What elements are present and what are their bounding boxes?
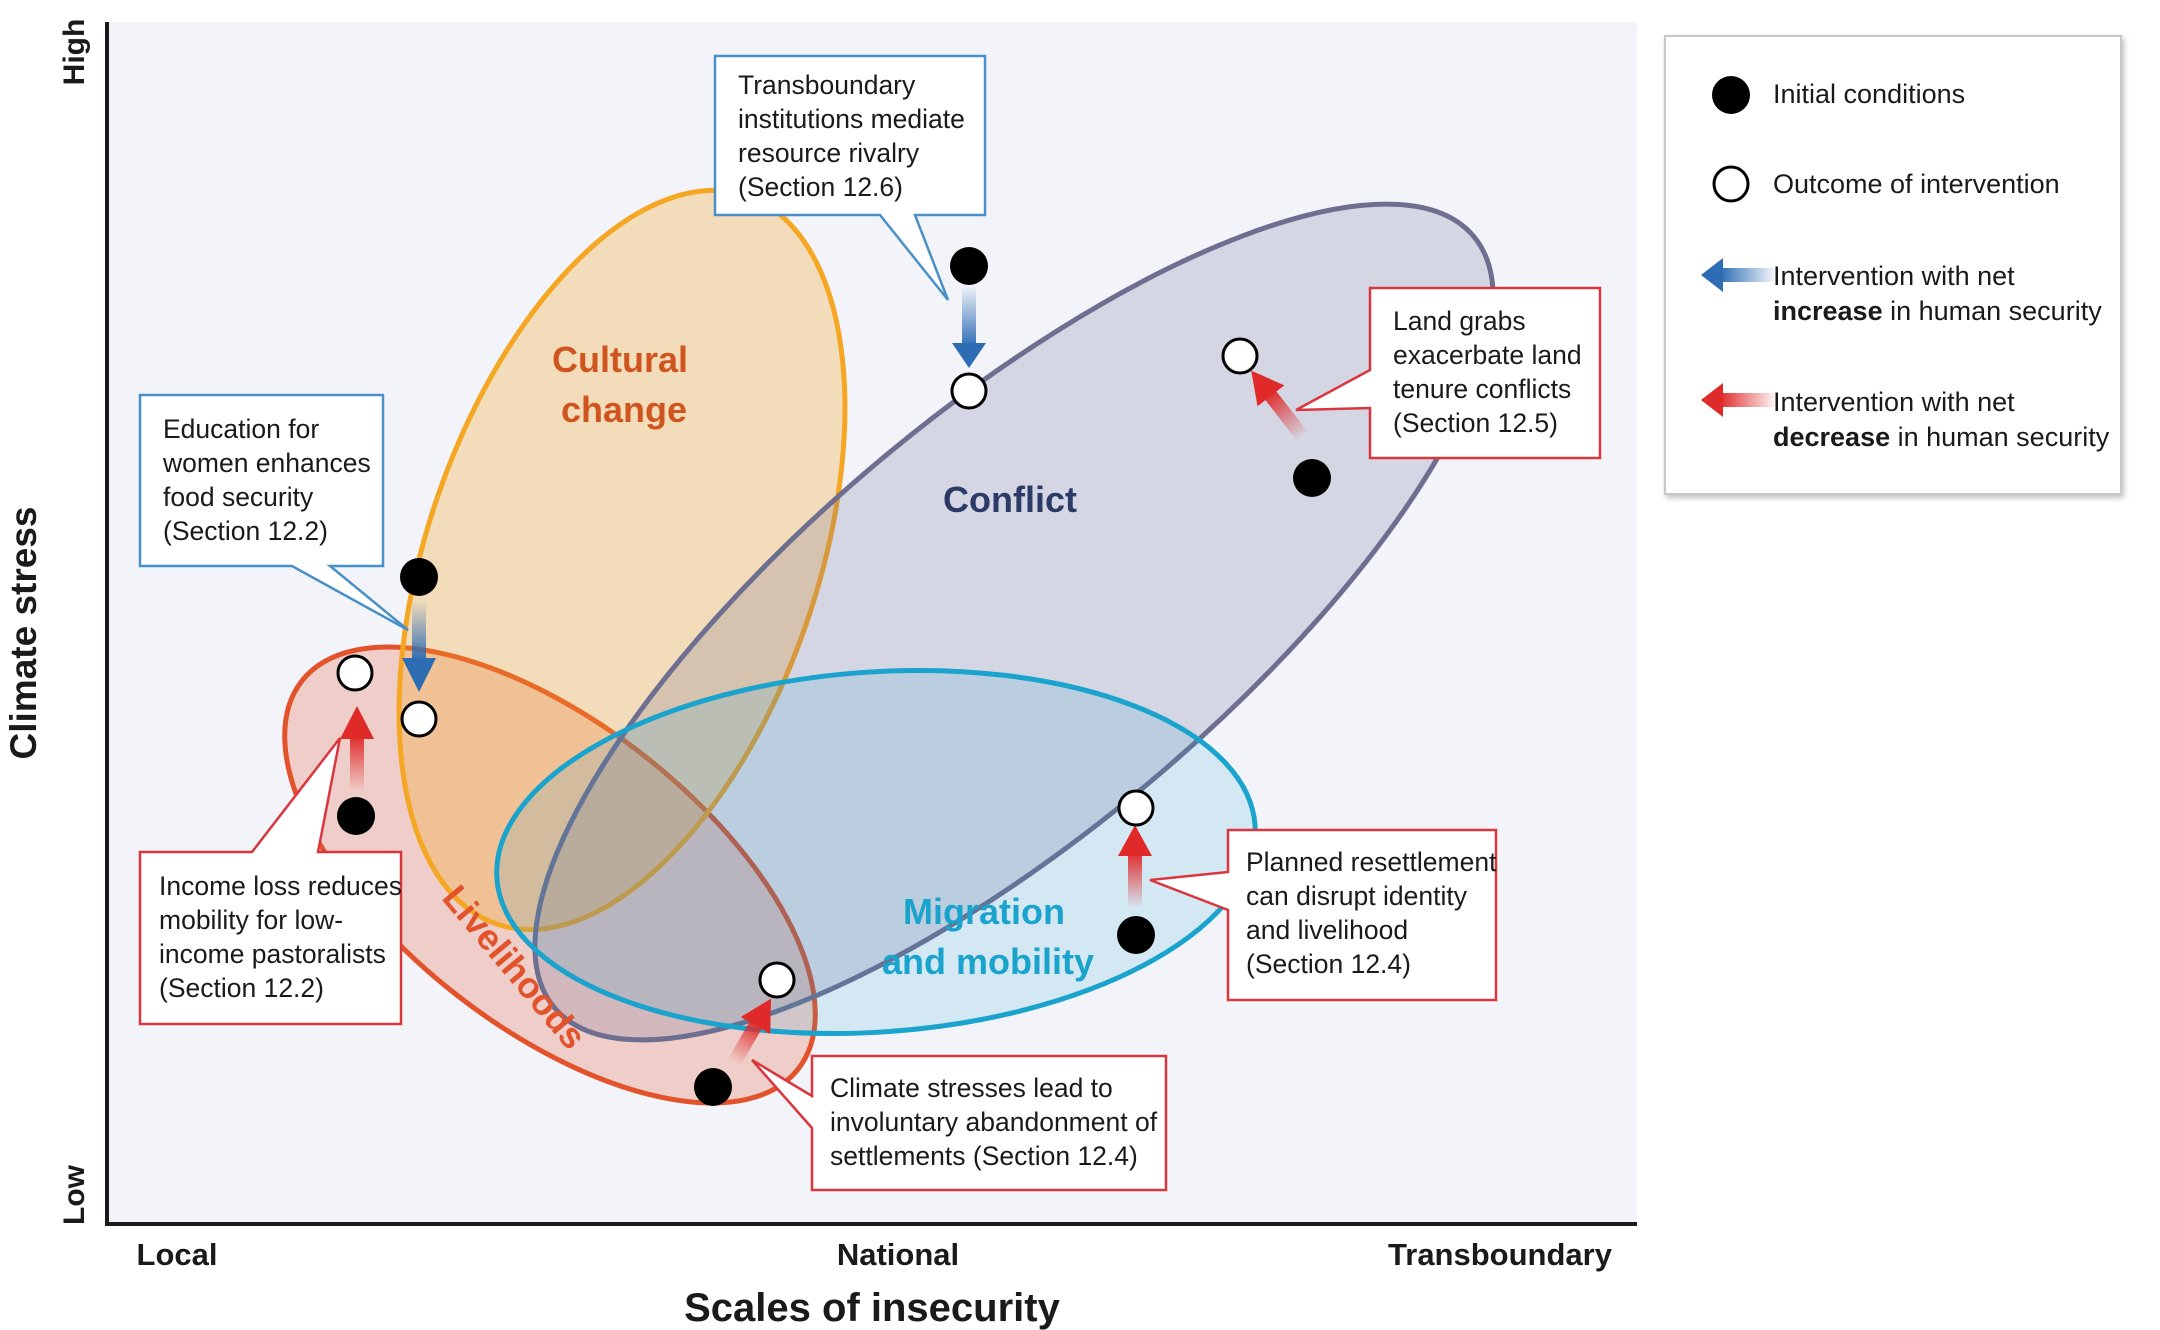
initial-dot-climate-stresses	[694, 1068, 732, 1106]
initial-dot-income-loss	[337, 797, 375, 835]
callout-income-loss-line: income pastoralists	[159, 939, 386, 969]
callout-climate-stresses-line: Climate stresses lead to	[830, 1073, 1113, 1103]
y-tick-low: Low	[58, 1164, 91, 1225]
outcome-dot-land-grabs	[1221, 337, 1259, 375]
legend-decrease-label-line2: decrease in human security	[1773, 422, 2110, 452]
callout-resettlement-line: and livelihood	[1246, 915, 1408, 945]
arrow-land-grabs-decrease	[1251, 370, 1309, 442]
legend-initial-label: Initial conditions	[1773, 79, 1965, 109]
callout-climate-stresses-line: settlements (Section 12.4)	[830, 1141, 1138, 1171]
legend-increase-arrow-icon	[1701, 258, 1778, 292]
callout-income-loss: Income loss reduces mobility for low- in…	[138, 737, 403, 1026]
y-tick-high: High	[58, 19, 91, 86]
callout-land-grabs: Land grabs exacerbate land tenure confli…	[1295, 286, 1602, 460]
legend-increase-rest: in human security	[1883, 296, 2103, 326]
region-label-migration-line2: and mobility	[882, 941, 1094, 982]
callout-education: Education for women enhances food securi…	[138, 393, 409, 632]
legend: Initial conditions Outcome of interventi…	[1664, 35, 2122, 495]
callout-education-line: food security	[163, 482, 314, 512]
legend-decrease-bold: decrease	[1773, 422, 1890, 452]
callout-income-loss-line: mobility for low-	[159, 905, 343, 935]
initial-dot-resettlement	[1117, 916, 1155, 954]
outcome-dot-income-loss	[336, 654, 374, 692]
callout-land-grabs-line: exacerbate land	[1393, 340, 1582, 370]
initial-dot-transboundary	[950, 247, 988, 285]
callout-income-loss-line: Income loss reduces	[159, 871, 402, 901]
legend-increase-label-line1: Intervention with net	[1773, 261, 2015, 291]
legend-decrease-label-line1: Intervention with net	[1773, 387, 2015, 417]
outcome-dot-climate-stresses	[758, 961, 796, 999]
region-label-cultural-change-line1: Cultural	[552, 339, 688, 380]
outcome-dot-resettlement	[1117, 789, 1155, 827]
callout-climate-stresses-line: involuntary abandonment of	[830, 1107, 1158, 1137]
callout-transboundary: Transboundary institutions mediate resou…	[713, 54, 987, 301]
outcome-dot-education	[400, 700, 438, 738]
callout-income-loss-line: (Section 12.2)	[159, 973, 324, 1003]
arrow-education-increase	[402, 600, 436, 692]
region-label-cultural-change-line2: change	[561, 389, 687, 430]
arrow-climate-stresses-decrease	[728, 998, 771, 1066]
region-label-migration-line1: Migration	[903, 891, 1065, 932]
callout-resettlement-line: Planned resettlement	[1246, 847, 1497, 877]
legend-box	[1664, 35, 2122, 495]
outcome-dot-transboundary	[950, 372, 988, 410]
x-tick-local: Local	[137, 1237, 218, 1272]
callout-education-line: women enhances	[162, 448, 371, 478]
initial-dot-education	[400, 558, 438, 596]
legend-decrease-rest: in human security	[1890, 422, 2110, 452]
arrow-income-loss-decrease	[340, 706, 374, 791]
callout-land-grabs-line: tenure conflicts	[1393, 374, 1571, 404]
initial-dot-land-grabs	[1293, 459, 1331, 497]
callout-education-line: Education for	[163, 414, 319, 444]
callout-transboundary-line: institutions mediate	[738, 104, 965, 134]
x-axis-title: Scales of insecurity	[684, 1286, 1060, 1330]
region-conflict	[532, 201, 1496, 1043]
callout-land-grabs-line: (Section 12.5)	[1393, 408, 1558, 438]
legend-increase-label-line2: increase in human security	[1773, 296, 2102, 326]
legend-initial-dot	[1712, 76, 1750, 114]
arrow-resettlement-decrease	[1118, 825, 1152, 908]
legend-decrease-arrow-icon	[1701, 383, 1778, 417]
arrow-transboundary-increase	[952, 285, 986, 368]
callout-land-grabs-line: Land grabs	[1393, 306, 1526, 336]
callout-transboundary-line: Transboundary	[738, 70, 916, 100]
legend-outcome-label: Outcome of intervention	[1773, 169, 2060, 199]
callout-climate-stresses: Climate stresses lead to involuntary aba…	[751, 1054, 1168, 1192]
region-migration	[494, 667, 1258, 1037]
callout-transboundary-line: resource rivalry	[738, 138, 920, 168]
legend-outcome-dot	[1712, 165, 1750, 203]
callout-resettlement: Planned resettlement can disrupt identit…	[1149, 828, 1498, 1002]
y-axis-title: Climate stress	[3, 507, 44, 760]
region-label-conflict: Conflict	[943, 479, 1077, 520]
callout-education-line: (Section 12.2)	[163, 516, 328, 546]
callout-resettlement-line: (Section 12.4)	[1246, 949, 1411, 979]
callout-transboundary-line: (Section 12.6)	[738, 172, 903, 202]
legend-increase-bold: increase	[1773, 296, 1883, 326]
x-tick-national: National	[837, 1237, 959, 1272]
callout-resettlement-line: can disrupt identity	[1246, 881, 1468, 911]
x-tick-transboundary: Transboundary	[1388, 1237, 1613, 1272]
